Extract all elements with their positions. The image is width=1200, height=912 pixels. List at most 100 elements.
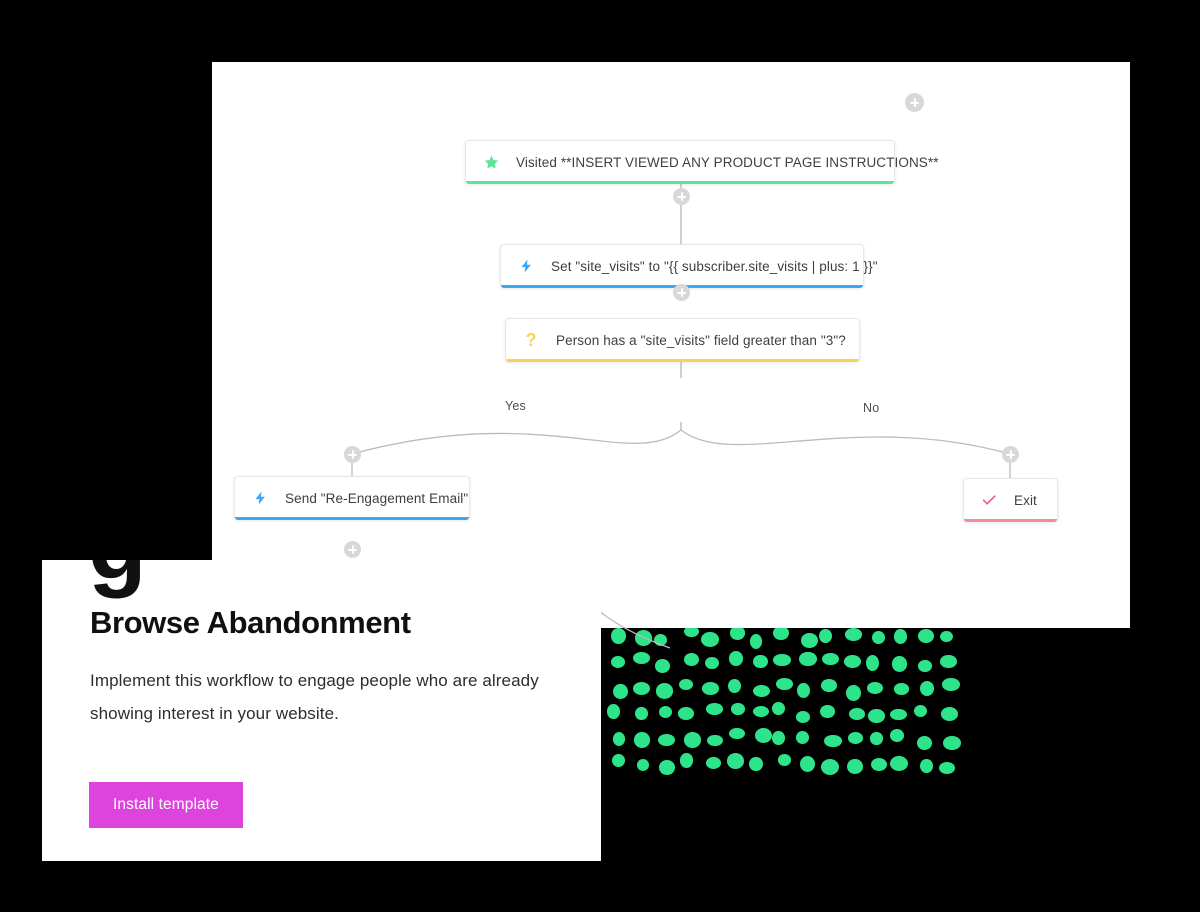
pattern-dot [822, 652, 839, 665]
branch-label-yes: Yes [498, 399, 533, 413]
pattern-dot [820, 759, 839, 775]
pattern-dot [872, 630, 886, 644]
pattern-dot [847, 759, 863, 775]
pattern-dot [610, 628, 626, 645]
branch-label-no: No [856, 401, 887, 415]
pattern-dot [917, 736, 933, 751]
pattern-dot [729, 728, 746, 740]
lightning-bolt-icon [249, 489, 271, 507]
pattern-dot [611, 753, 625, 768]
pattern-dot [659, 705, 673, 719]
page-title: Browse Abandonment [90, 605, 411, 640]
pattern-dot [748, 756, 763, 772]
pattern-dot [795, 710, 810, 723]
pattern-dot [868, 709, 885, 723]
pattern-dot [939, 630, 954, 643]
pattern-dot [821, 678, 838, 693]
pattern-dot [889, 729, 904, 742]
lightning-bolt-icon [515, 257, 537, 275]
pattern-dot [654, 634, 668, 647]
pattern-dot [728, 679, 742, 694]
node-accent-bar [235, 517, 469, 520]
workflow-node-label: Person has a "site_visits" field greater… [556, 332, 846, 348]
add-node-connector-2[interactable] [673, 284, 690, 301]
pattern-dot [795, 730, 809, 744]
pattern-dot [893, 629, 908, 645]
workflow-node-exit[interactable]: Exit [963, 478, 1058, 522]
workflow-node-set-field[interactable]: Set "site_visits" to "{{ subscriber.site… [500, 244, 878, 288]
pattern-dot [726, 753, 744, 769]
install-template-button[interactable]: Install template [89, 782, 243, 828]
pattern-dot [658, 733, 676, 747]
clipped-heading-glyph: g [88, 560, 147, 594]
node-accent-bar [466, 181, 894, 184]
pattern-dot [870, 757, 888, 772]
add-node-connector-1[interactable] [673, 188, 690, 205]
pattern-dot [801, 632, 819, 648]
card-description: Implement this workflow to engage people… [90, 671, 539, 724]
pattern-dot [753, 654, 768, 669]
add-node-connector-after-email[interactable] [344, 541, 361, 558]
workflow-node-send-email[interactable]: Send "Re-Engagement Email" [234, 476, 470, 520]
workflow-node-trigger[interactable]: Visited **INSERT VIEWED ANY PRODUCT PAGE… [465, 140, 939, 184]
pattern-dot [633, 732, 651, 749]
pattern-dot [849, 708, 865, 721]
pattern-dot [914, 704, 928, 718]
pattern-dot [683, 653, 699, 667]
add-node-connector-yes[interactable] [344, 446, 361, 463]
pattern-dot [613, 683, 629, 700]
question-mark-icon: ? [525, 329, 537, 350]
pattern-dot [729, 626, 746, 640]
pattern-dot [705, 657, 719, 670]
pattern-dot [799, 651, 817, 666]
node-accent-bar [964, 519, 1057, 522]
pattern-dot [819, 628, 833, 643]
pattern-dot [943, 735, 961, 750]
pattern-dot [941, 707, 959, 721]
add-node-connector-no[interactable] [1002, 446, 1019, 463]
workflow-node-condition[interactable]: ? Person has a "site_visits" field great… [505, 318, 860, 362]
workflow-node-label: Set "site_visits" to "{{ subscriber.site… [551, 258, 878, 274]
pattern-dot [701, 682, 719, 695]
pattern-dot [866, 681, 883, 694]
pattern-dot [607, 703, 620, 719]
pattern-dot [678, 707, 694, 720]
pattern-dot [728, 651, 743, 666]
pattern-dot [848, 732, 864, 744]
workflow-node-label: Visited **INSERT VIEWED ANY PRODUCT PAGE… [516, 154, 939, 170]
pattern-dot [824, 734, 842, 748]
pattern-dot [846, 684, 862, 701]
pattern-dot [633, 651, 650, 664]
pattern-dot [635, 707, 648, 721]
pattern-dot [656, 683, 674, 699]
pattern-dot [870, 732, 883, 745]
pattern-dot [654, 658, 671, 673]
pattern-dot [684, 626, 699, 638]
pattern-dot [773, 653, 791, 667]
star-icon [480, 154, 502, 171]
pattern-dot [800, 755, 816, 772]
template-card: g Browse Abandonment Implement this work… [42, 560, 601, 861]
pattern-dot [680, 753, 694, 768]
add-node-button-trigger[interactable] [905, 93, 924, 112]
pattern-dot [683, 731, 701, 748]
pattern-dot [772, 625, 790, 641]
workflow-canvas: Visited **INSERT VIEWED ANY PRODUCT PAGE… [212, 62, 1130, 628]
pattern-dot [705, 703, 723, 715]
pattern-dot [890, 755, 909, 771]
pattern-dot [754, 727, 772, 743]
pattern-dot [776, 677, 794, 691]
pattern-dot [772, 702, 785, 716]
node-accent-bar [506, 359, 859, 362]
pattern-dot [890, 708, 907, 720]
pattern-dot [772, 731, 785, 746]
pattern-dot [634, 630, 653, 646]
pattern-dot [707, 735, 723, 747]
pattern-dot [893, 683, 910, 695]
pattern-dot [917, 628, 934, 643]
pattern-dot [777, 754, 792, 766]
pattern-dot [891, 656, 908, 672]
dot-pattern-decoration [607, 625, 965, 780]
pattern-dot [919, 680, 935, 696]
pattern-dot [752, 684, 771, 697]
